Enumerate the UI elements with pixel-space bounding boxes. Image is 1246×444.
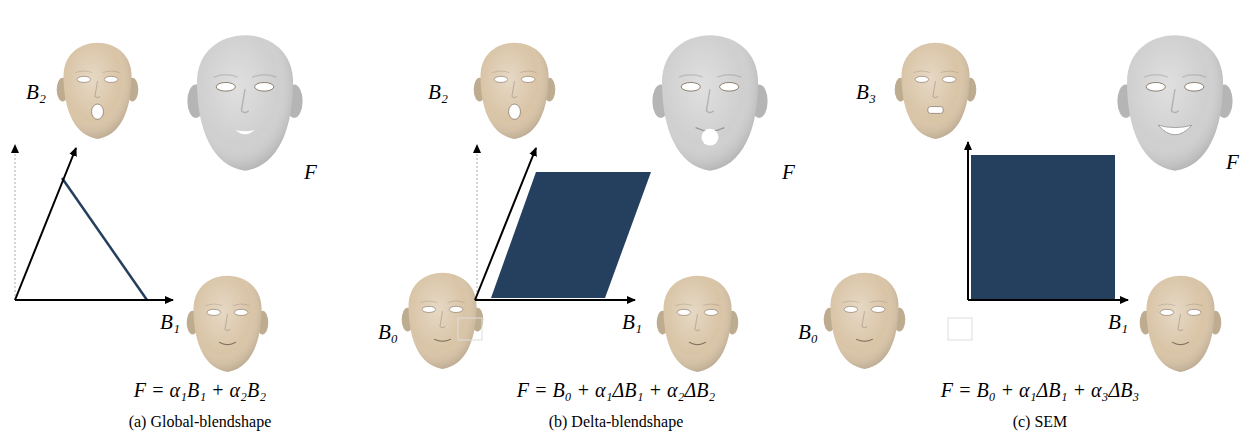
shape-label: B₂ — [26, 80, 46, 105]
caption: (c) SEM — [1013, 412, 1068, 431]
shape-label: B₁ — [160, 310, 180, 335]
formula: F = B₀ + α₁ΔB₁ + α₃ΔB₃ — [941, 378, 1140, 402]
shape-label: F — [1226, 150, 1239, 175]
caption: (a) Global-blendshape — [129, 412, 272, 431]
shape-label: B₂ — [428, 80, 448, 105]
formula: F = α₁B₁ + α₂B₂ — [134, 378, 266, 402]
shape-label: B₁ — [1108, 310, 1128, 335]
formula: F = B₀ + α₁ΔB₁ + α₂ΔB₂ — [517, 378, 716, 402]
caption: (b) Delta-blendshape — [549, 412, 684, 431]
shape-label: B₀ — [798, 320, 818, 345]
shape-label: F — [304, 160, 317, 185]
shape-label: B₁ — [622, 310, 642, 335]
shape-label: F — [782, 160, 795, 185]
shape-label: B₃ — [856, 80, 876, 105]
shape-label: B₀ — [378, 320, 398, 345]
